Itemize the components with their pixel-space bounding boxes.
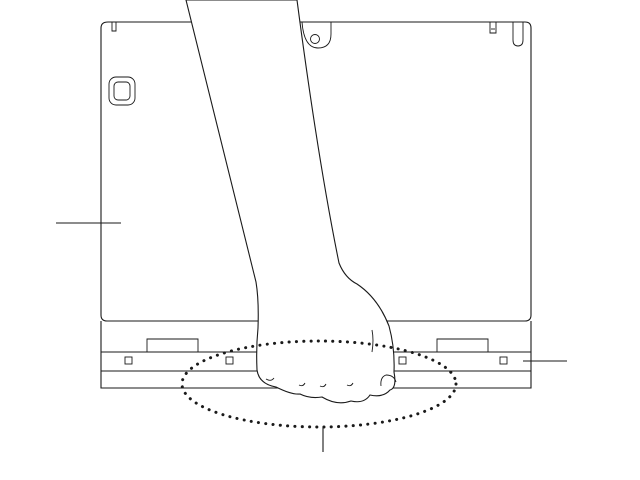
camera-lens-icon <box>301 21 332 49</box>
top-right-pen-slot <box>512 22 524 47</box>
dotted-ellipse-callout <box>180 339 458 429</box>
device-body <box>100 21 532 322</box>
rounded-square-button <box>108 76 136 106</box>
hand-pressing <box>185 0 397 404</box>
top-left-latch <box>111 22 117 32</box>
top-right-latch <box>489 22 497 34</box>
